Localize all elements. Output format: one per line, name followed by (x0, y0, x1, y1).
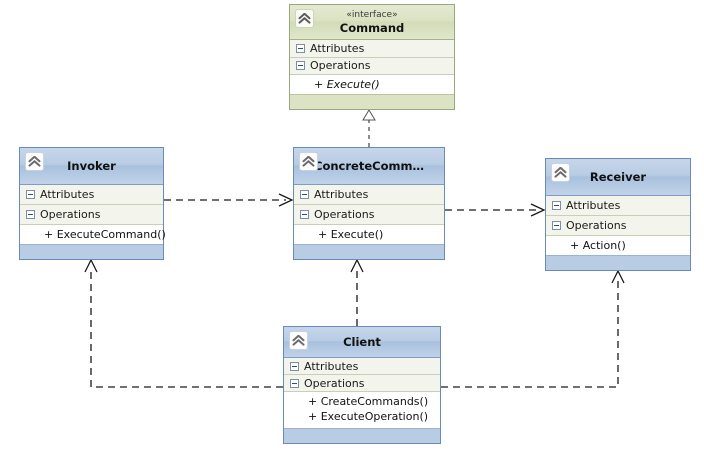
operations-section-command[interactable]: Operations (290, 57, 454, 75)
class-stereotype-command: «interface» (346, 9, 398, 20)
operation-item: + ExecuteOperation() (308, 409, 429, 423)
class-title-client: Client (343, 335, 381, 350)
class-footer-invoker (20, 243, 163, 259)
edge-dependency-invoker-concretecommand (164, 193, 294, 207)
open-arrowhead (278, 193, 294, 207)
operations-list-concretecommand: + Execute() (294, 224, 444, 244)
open-arrowhead (611, 269, 625, 284)
operations-section-invoker[interactable]: Operations (20, 205, 163, 225)
chevron-double-up-glyph (292, 335, 305, 346)
uml-class-concretecommand[interactable]: ConcreteComm… Attributes Operations + Ex… (293, 147, 445, 260)
attributes-section-invoker[interactable]: Attributes (20, 185, 163, 206)
collapse-minus-icon[interactable] (290, 361, 299, 371)
class-header-client: Client (284, 327, 440, 359)
operations-label: Operations (314, 208, 375, 221)
operations-label: Operations (310, 59, 371, 73)
collapse-minus-icon[interactable] (552, 221, 561, 230)
open-arrowhead (530, 203, 546, 217)
operation-item: + Execute() (318, 227, 384, 241)
uml-class-receiver[interactable]: Receiver Attributes Operations + Action(… (545, 158, 691, 271)
operation-item: + CreateCommands() (308, 394, 429, 408)
chevron-double-up-icon[interactable] (295, 9, 314, 28)
chevron-double-up-glyph (298, 13, 311, 24)
uml-class-client[interactable]: Client Attributes Operations + CreateCom… (283, 326, 441, 444)
class-footer-receiver (546, 254, 690, 270)
chevron-double-up-glyph (28, 156, 41, 167)
edge-dependency-client-receiver (441, 269, 625, 388)
edge-dependency-client-invoker (84, 258, 283, 388)
collapse-minus-icon[interactable] (552, 201, 561, 211)
edge-line (441, 279, 619, 388)
attributes-section-client[interactable]: Attributes (284, 358, 440, 376)
class-header-command: «interface» Command (290, 5, 454, 41)
attributes-section-concretecommand[interactable]: Attributes (294, 185, 444, 206)
class-header-concretecommand: ConcreteComm… (294, 148, 444, 186)
attributes-label: Attributes (310, 41, 365, 55)
class-title-invoker: Invoker (67, 159, 116, 174)
chevron-double-up-glyph (302, 156, 315, 167)
chevron-double-up-icon[interactable] (551, 163, 570, 182)
class-header-invoker: Invoker (20, 148, 163, 186)
operations-list-invoker: + ExecuteCommand() (20, 224, 166, 244)
class-title-receiver: Receiver (589, 170, 647, 185)
operations-section-receiver[interactable]: Operations (546, 216, 690, 236)
chevron-double-up-icon[interactable] (289, 331, 308, 350)
class-title-command: Command (339, 20, 405, 35)
class-title-concretecommand: ConcreteComm… (314, 159, 424, 174)
operation-item: + Execute() (314, 78, 380, 91)
class-footer-concretecommand (294, 243, 444, 259)
attributes-label: Attributes (314, 188, 369, 202)
operations-list-receiver: + Action() (546, 235, 690, 255)
operations-section-concretecommand[interactable]: Operations (294, 205, 444, 225)
hollow-triangle-arrowhead (362, 109, 376, 121)
operation-item: + ExecuteCommand() (44, 227, 166, 241)
attributes-label: Attributes (304, 359, 359, 373)
chevron-double-up-icon[interactable] (25, 152, 44, 171)
attributes-section-receiver[interactable]: Attributes (546, 196, 690, 217)
operation-item: + Action() (570, 238, 626, 252)
uml-class-invoker[interactable]: Invoker Attributes Operations + ExecuteC… (19, 147, 166, 260)
collapse-minus-icon[interactable] (296, 61, 305, 71)
collapse-minus-icon[interactable] (26, 210, 35, 219)
edge-realization-concretecommand-command (362, 109, 376, 147)
edge-line (90, 268, 283, 388)
collapse-minus-icon[interactable] (296, 43, 305, 53)
class-footer-command (290, 94, 454, 109)
collapse-minus-icon[interactable] (300, 210, 309, 219)
attributes-section-command[interactable]: Attributes (290, 40, 454, 58)
operations-label: Operations (304, 376, 365, 390)
collapse-minus-icon[interactable] (26, 190, 35, 200)
attributes-label: Attributes (566, 199, 621, 213)
open-arrowhead (84, 258, 98, 273)
edge-dependency-client-concretecommand (350, 258, 364, 326)
class-footer-client (284, 427, 440, 443)
attributes-label: Attributes (40, 188, 95, 202)
operations-list-client: + CreateCommands() + ExecuteOperation() (284, 391, 440, 428)
operations-list-command: + Execute() (290, 75, 454, 94)
operations-section-client[interactable]: Operations (284, 375, 440, 392)
chevron-double-up-icon[interactable] (299, 152, 318, 171)
collapse-minus-icon[interactable] (290, 378, 299, 388)
operations-label: Operations (566, 219, 627, 232)
class-header-receiver: Receiver (546, 159, 690, 197)
chevron-double-up-glyph (554, 167, 567, 178)
operations-label: Operations (40, 208, 101, 221)
collapse-minus-icon[interactable] (300, 190, 309, 200)
uml-class-command[interactable]: «interface» Command Attributes Operation… (289, 4, 455, 110)
edge-dependency-concretecommand-receiver (445, 203, 546, 217)
open-arrowhead (350, 258, 364, 273)
